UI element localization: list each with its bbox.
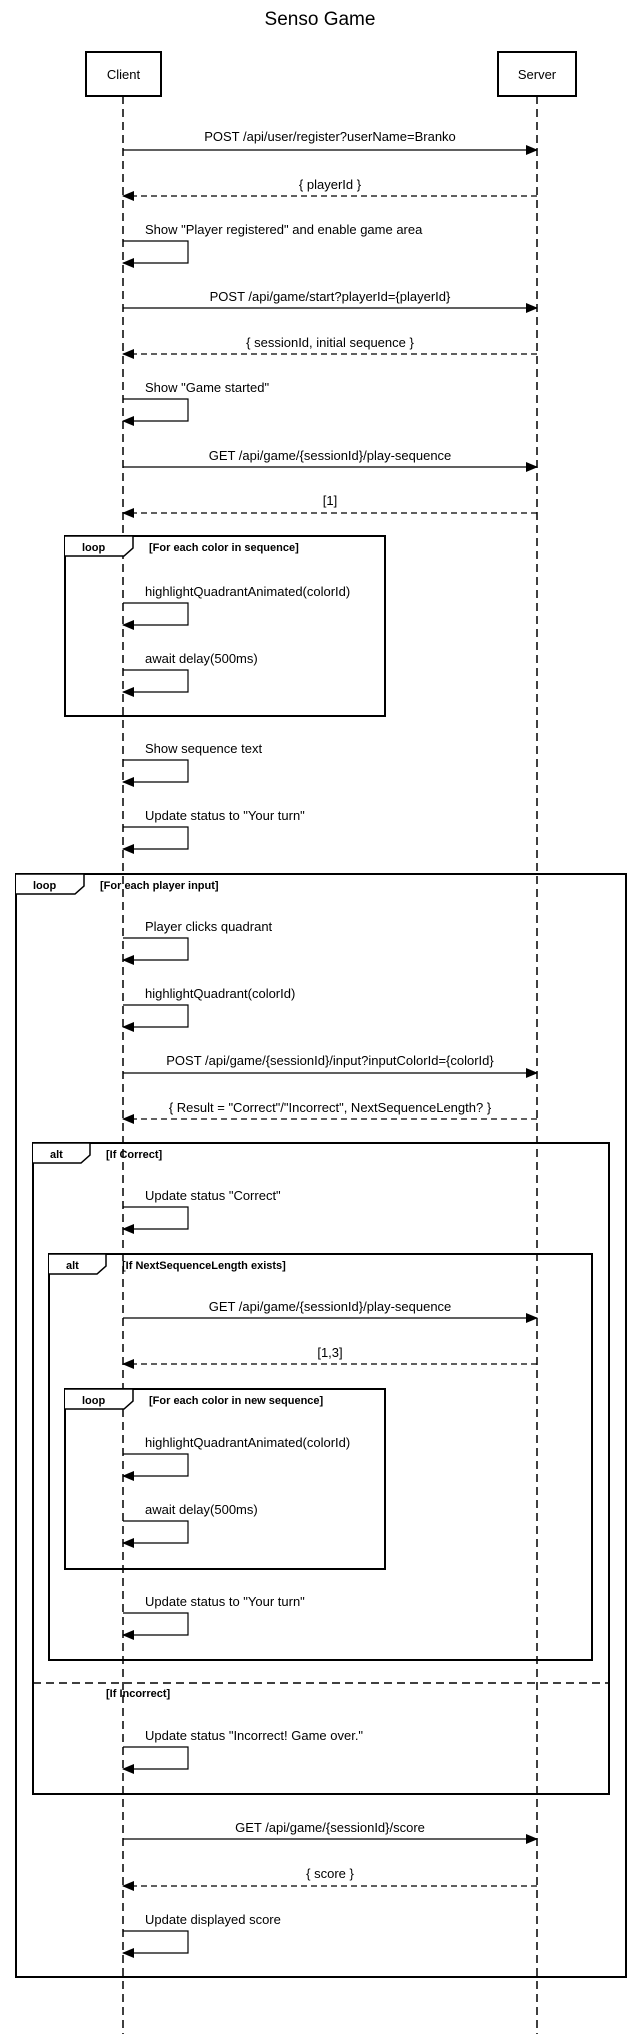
alt-fragment-result: alt [If Correct] [If Incorrect] (32, 1142, 610, 1795)
self-message-arrow (122, 602, 189, 630)
participant-server: Server (497, 51, 577, 97)
self-message-arrow (122, 1453, 189, 1481)
self-message-label: Update status "Incorrect! Game over." (145, 1728, 363, 1743)
reply-label: [1,3] (317, 1345, 342, 1360)
fragment-guard: [If NextSequenceLength exists] (122, 1260, 286, 1272)
self-message-label: highlightQuadrant(colorId) (145, 986, 295, 1001)
message-label: GET /api/game/{sessionId}/play-sequence (209, 448, 452, 463)
loop-fragment-sequence: loop [For each color in sequence] (64, 535, 386, 717)
reply-label: { playerId } (299, 177, 362, 192)
self-message-arrow (122, 398, 189, 426)
self-message-label: Show "Player registered" and enable game… (145, 222, 423, 237)
reply-label: [1] (323, 493, 337, 508)
self-message-label: highlightQuadrantAnimated(colorId) (145, 1435, 350, 1450)
self-message-arrow (122, 240, 189, 268)
self-message-arrow (122, 1520, 189, 1548)
self-message-label: Update status to "Your turn" (145, 1594, 305, 1609)
reply-label: { Result = "Correct"/"Incorrect", NextSe… (169, 1100, 492, 1115)
fragment-else-guard: [If Incorrect] (106, 1688, 171, 1700)
fragment-tag: loop (82, 1395, 105, 1407)
self-message-arrow (122, 669, 189, 697)
self-message-label: await delay(500ms) (145, 1502, 258, 1517)
self-message-arrow (122, 826, 189, 854)
self-message-arrow (122, 759, 189, 787)
self-message-label: Update status to "Your turn" (145, 808, 305, 823)
self-message-label: Player clicks quadrant (145, 919, 273, 934)
message-label: GET /api/game/{sessionId}/play-sequence (209, 1299, 452, 1314)
self-message-label: await delay(500ms) (145, 651, 258, 666)
fragment-tag: loop (82, 542, 105, 554)
fragment-guard: [For each color in sequence] (149, 542, 299, 554)
participant-server-label: Server (518, 67, 557, 82)
self-message-label: Update displayed score (145, 1912, 281, 1927)
self-message-label: Show "Game started" (145, 380, 270, 395)
self-message-arrow (122, 1612, 189, 1640)
fragment-guard: [For each player input] (100, 880, 219, 892)
participant-client: Client (85, 51, 162, 97)
loop-fragment-new-sequence: loop [For each color in new sequence] (64, 1388, 386, 1570)
diagram-title: Senso Game (265, 9, 376, 30)
fragment-tag: alt (66, 1260, 79, 1272)
participant-client-label: Client (107, 67, 141, 82)
message-label: POST /api/game/start?playerId={playerId} (210, 289, 451, 304)
message-label: GET /api/game/{sessionId}/score (235, 1820, 425, 1835)
self-message-arrow (122, 1004, 189, 1032)
message-label: POST /api/user/register?userName=Branko (204, 129, 456, 144)
reply-label: { score } (306, 1866, 354, 1881)
self-message-label: highlightQuadrantAnimated(colorId) (145, 584, 350, 599)
self-message-label: Show sequence text (145, 741, 262, 756)
message-label: POST /api/game/{sessionId}/input?inputCo… (166, 1053, 494, 1068)
self-message-arrow (122, 1206, 189, 1234)
fragment-guard: [If Correct] (106, 1149, 163, 1161)
self-message-label: Update status "Correct" (145, 1188, 281, 1203)
fragment-tag: loop (33, 880, 56, 892)
self-message-arrow (122, 1930, 189, 1958)
loop-fragment-player-input: loop [For each player input] (15, 873, 627, 1978)
reply-label: { sessionId, initial sequence } (246, 335, 414, 350)
alt-fragment-next-sequence: alt [If NextSequenceLength exists] (48, 1253, 593, 1661)
fragment-guard: [For each color in new sequence] (149, 1395, 324, 1407)
self-message-arrow (122, 937, 189, 965)
self-message-arrow (122, 1746, 189, 1774)
fragment-tag: alt (50, 1149, 63, 1161)
